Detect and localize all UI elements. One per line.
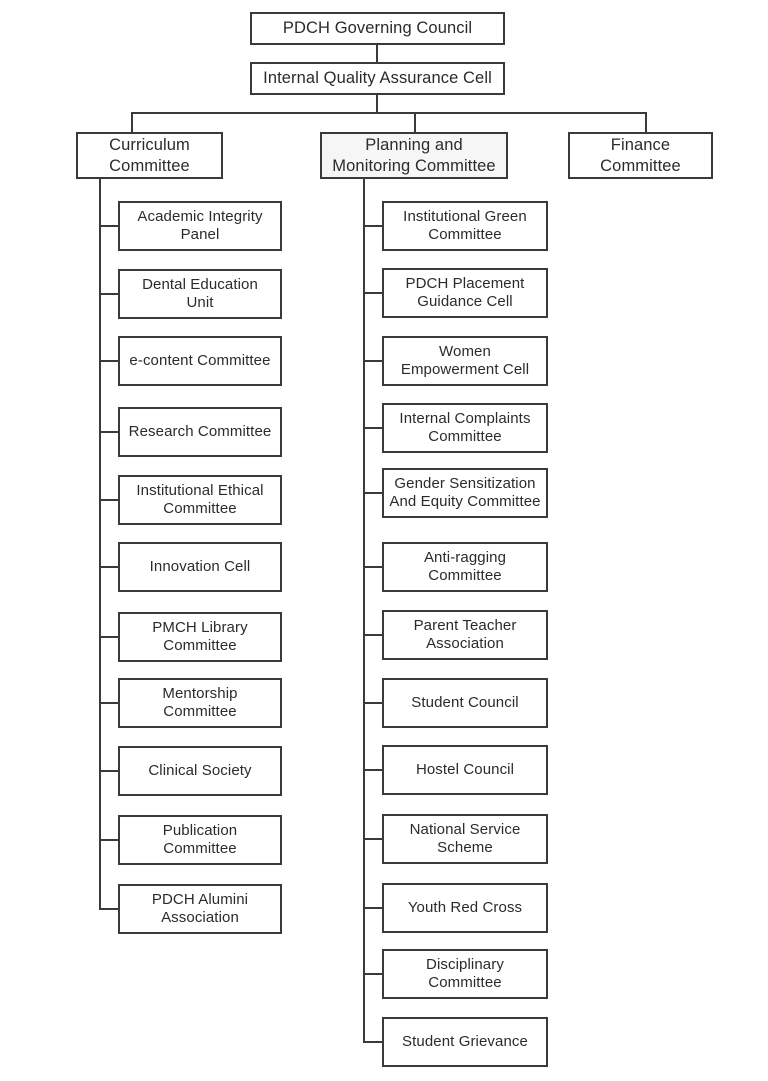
node-hostel-council: Hostel Council: [382, 745, 548, 795]
node-academic-integrity: Academic Integrity Panel: [118, 201, 282, 251]
connector-line: [363, 292, 382, 294]
node-mentorship: Mentorship Committee: [118, 678, 282, 728]
connector-line: [363, 702, 382, 704]
connector-line: [363, 179, 365, 1043]
connector-line: [645, 113, 647, 132]
connector-line: [99, 293, 118, 295]
connector-line: [363, 907, 382, 909]
node-disciplinary: Disciplinary Committee: [382, 949, 548, 999]
connector-line: [363, 492, 382, 494]
connector-line: [99, 566, 118, 568]
connector-line: [363, 566, 382, 568]
connector-line: [99, 499, 118, 501]
node-national-service: National Service Scheme: [382, 814, 548, 864]
node-internal-quality-assurance-cell: Internal Quality Assurance Cell: [250, 62, 505, 95]
connector-line: [99, 179, 101, 910]
node-student-grievance: Student Grievance: [382, 1017, 548, 1067]
node-pdch-alumini: PDCH Alumini Association: [118, 884, 282, 934]
node-research-committee: Research Committee: [118, 407, 282, 457]
node-internal-complaints: Internal Complaints Committee: [382, 403, 548, 453]
node-e-content-committee: e-content Committee: [118, 336, 282, 386]
connector-line: [363, 634, 382, 636]
node-clinical-society: Clinical Society: [118, 746, 282, 796]
connector-line: [376, 45, 378, 62]
connector-line: [99, 908, 118, 910]
connector-line: [99, 636, 118, 638]
connector-line: [99, 839, 118, 841]
node-pdch-placement: PDCH Placement Guidance Cell: [382, 268, 548, 318]
node-innovation-cell: Innovation Cell: [118, 542, 282, 592]
node-youth-red-cross: Youth Red Cross: [382, 883, 548, 933]
connector-line: [363, 225, 382, 227]
node-institutional-green: Institutional Green Committee: [382, 201, 548, 251]
connector-line: [363, 973, 382, 975]
node-governing-council: PDCH Governing Council: [250, 12, 505, 45]
connector-line: [363, 1041, 382, 1043]
node-publication: Publication Committee: [118, 815, 282, 865]
node-parent-teacher: Parent Teacher Association: [382, 610, 548, 660]
connector-line: [363, 360, 382, 362]
node-anti-ragging: Anti-ragging Committee: [382, 542, 548, 592]
connector-line: [376, 95, 378, 113]
connector-line: [363, 838, 382, 840]
node-dental-education: Dental Education Unit: [118, 269, 282, 319]
node-women: Women Empowerment Cell: [382, 336, 548, 386]
node-gender-sensitization: Gender Sensitization And Equity Committe…: [382, 468, 548, 518]
connector-line: [99, 360, 118, 362]
connector-line: [131, 113, 133, 132]
node-institutional-ethical: Institutional Ethical Committee: [118, 475, 282, 525]
node-planning-monitoring-committee: Planning and Monitoring Committee: [320, 132, 508, 179]
connector-line: [99, 431, 118, 433]
node-student-council: Student Council: [382, 678, 548, 728]
connector-line: [99, 702, 118, 704]
node-pmch-library: PMCH Library Committee: [118, 612, 282, 662]
node-finance-committee: Finance Committee: [568, 132, 713, 179]
connector-line: [414, 113, 416, 132]
node-curriculum-committee: Curriculum Committee: [76, 132, 223, 179]
connector-line: [363, 769, 382, 771]
connector-line: [99, 770, 118, 772]
connector-line: [131, 112, 647, 114]
connector-line: [363, 427, 382, 429]
connector-line: [99, 225, 118, 227]
